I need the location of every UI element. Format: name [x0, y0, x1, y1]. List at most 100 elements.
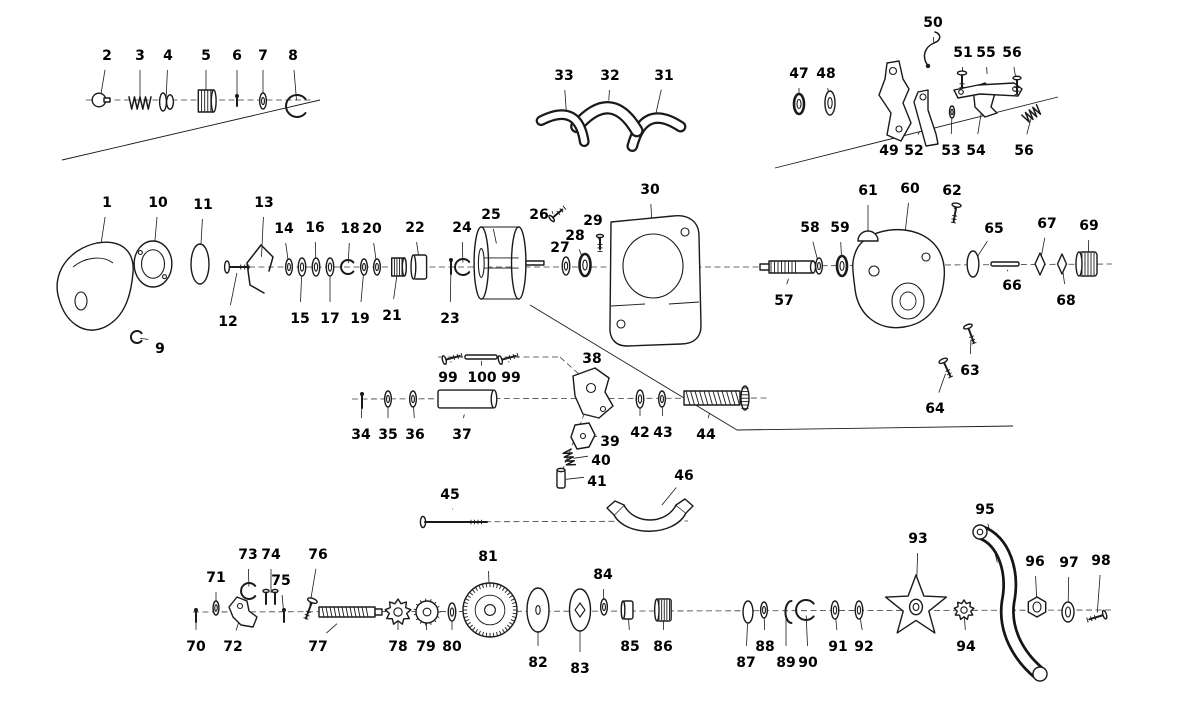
part-number-28: 28	[565, 228, 584, 244]
part-number-76: 76	[308, 547, 327, 563]
part-number-87: 87	[736, 655, 755, 671]
part-58-glyph	[814, 257, 824, 275]
part-94-glyph	[953, 599, 975, 621]
part-11-glyph	[190, 243, 210, 285]
part-number-52: 52	[904, 143, 923, 159]
part-66-glyph	[990, 261, 1020, 267]
part-number-99: 99	[438, 370, 457, 386]
part-40-glyph	[562, 448, 577, 466]
part-number-40: 40	[591, 453, 611, 469]
part-100-glyph	[464, 354, 498, 360]
part-number-24: 24	[452, 220, 472, 236]
part-68-glyph	[1056, 253, 1068, 275]
part-53-glyph	[948, 105, 956, 119]
part-80-glyph	[447, 602, 457, 622]
part-number-11: 11	[193, 197, 212, 213]
part-number-23: 23	[440, 311, 459, 327]
part-number-46: 46	[674, 468, 693, 484]
part-95-glyph	[972, 524, 1048, 682]
part-number-63: 63	[960, 363, 979, 379]
part-number-93: 93	[908, 531, 927, 547]
part-77-glyph	[318, 606, 383, 618]
callout-leader-line	[360, 271, 365, 303]
part-number-47: 47	[789, 66, 808, 82]
part-number-29: 29	[583, 213, 602, 229]
part-67-glyph	[1034, 252, 1046, 276]
part-number-71: 71	[206, 570, 225, 586]
part-71-glyph	[212, 600, 220, 616]
callout-leader-line	[564, 89, 567, 110]
part-29-glyph	[595, 233, 605, 252]
group-boundary-line	[61, 99, 321, 161]
part-number-90: 90	[798, 655, 818, 671]
part-76-glyph	[303, 597, 318, 620]
part-89-glyph	[784, 600, 793, 624]
part-number-85: 85	[620, 639, 639, 655]
part-number-27: 27	[550, 240, 569, 256]
part-number-66: 66	[1002, 278, 1021, 294]
part-number-51: 51	[953, 45, 972, 61]
part-number-72: 72	[223, 639, 242, 655]
part-number-22: 22	[405, 220, 424, 236]
part-38-glyph	[572, 367, 614, 419]
part-number-95: 95	[975, 502, 994, 518]
part-16-glyph	[311, 257, 321, 277]
callout-leader-line	[917, 131, 921, 135]
part-number-61: 61	[858, 183, 877, 199]
part-number-33: 33	[554, 68, 573, 84]
part-number-42: 42	[630, 425, 649, 441]
part-number-62: 62	[942, 183, 961, 199]
part-28-glyph	[578, 252, 592, 278]
callout-leader-line	[139, 338, 149, 340]
callout-leader-line	[1096, 574, 1101, 613]
part-number-17: 17	[320, 311, 339, 327]
part-31-glyph	[626, 112, 687, 152]
part-97-glyph	[1061, 601, 1075, 623]
assembly-axis-line	[351, 397, 771, 400]
part-number-9: 9	[155, 341, 165, 357]
part-number-56: 56	[1002, 45, 1021, 61]
callout-leader-line	[1040, 237, 1046, 259]
part-number-81: 81	[478, 549, 497, 565]
part-number-96: 96	[1025, 554, 1044, 570]
part-9-glyph	[130, 330, 143, 344]
part-24-glyph	[454, 258, 471, 276]
part-number-57: 57	[774, 293, 793, 309]
part-number-64: 64	[925, 401, 945, 417]
part-92-glyph	[854, 600, 864, 620]
part-number-12: 12	[218, 314, 237, 330]
part-number-18: 18	[340, 221, 359, 237]
part-number-53: 53	[941, 143, 960, 159]
part-19-glyph	[359, 258, 369, 276]
callout-leader-line	[938, 373, 946, 393]
part-number-86: 86	[653, 639, 672, 655]
group-boundary-line	[529, 304, 738, 431]
part-55-glyph	[953, 82, 1023, 99]
part-number-100: 100	[467, 370, 496, 386]
part-22-glyph	[410, 254, 428, 280]
part-35-glyph	[383, 390, 393, 408]
part-number-88: 88	[755, 639, 774, 655]
part-number-56: 56	[1014, 143, 1033, 159]
part-number-19: 19	[350, 311, 369, 327]
part-96-glyph	[1027, 596, 1047, 618]
part-number-70: 70	[186, 639, 206, 655]
assembly-axis-line	[559, 356, 593, 387]
part-number-55: 55	[976, 45, 995, 61]
part-number-45: 45	[440, 487, 459, 503]
part-79-glyph	[413, 598, 441, 626]
part-number-50: 50	[923, 15, 943, 31]
callout-leader-line	[655, 89, 662, 114]
callout-leader-line	[326, 623, 338, 634]
part-5-glyph	[197, 89, 217, 113]
part-number-1: 1	[102, 195, 112, 211]
part-4-glyph	[158, 92, 175, 112]
part-41-glyph	[556, 467, 566, 489]
part-number-99: 99	[501, 370, 520, 386]
callout-leader-line	[608, 89, 610, 101]
part-72-glyph	[228, 596, 258, 628]
part-number-77: 77	[308, 639, 327, 655]
part-number-94: 94	[956, 639, 976, 655]
